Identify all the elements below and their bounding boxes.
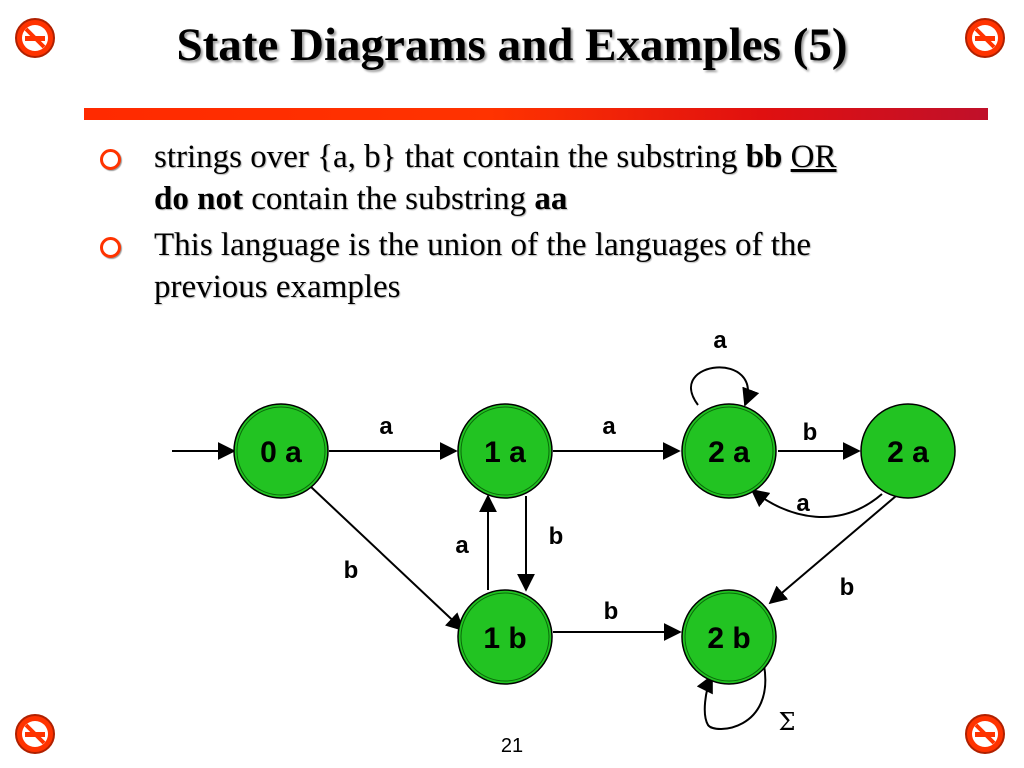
bullet-text: strings over {a, b} that contain the sub… <box>154 136 1000 220</box>
edge-label-0a-1a: a <box>379 413 393 440</box>
no-smoking-icon <box>965 18 1005 58</box>
state-label: 1 a <box>484 436 526 469</box>
edge-0a-1b <box>309 485 465 632</box>
bullet-text-underlined: OR <box>790 139 837 175</box>
state-label: 2 a <box>887 436 929 469</box>
no-smoking-icon <box>15 714 55 754</box>
bullet-text-bold: aa <box>534 181 568 217</box>
bullet-item: This language is the union of the langua… <box>100 224 1000 308</box>
loop-2a <box>690 366 760 407</box>
state-label: 2 b <box>707 622 750 655</box>
bullet-text-part: strings over {a, b} that contain the sub… <box>154 139 746 175</box>
state-2a-left: 2 a <box>681 403 777 499</box>
state-2a-right: 2 a <box>860 403 956 499</box>
edge-label-1a-1b: b <box>549 523 564 550</box>
page-number: 21 <box>500 735 524 757</box>
bullet-text-part: This language is the union of the langua… <box>154 227 812 263</box>
title-divider <box>84 108 988 120</box>
edge-label-0a-1b: b <box>344 557 359 584</box>
slide-title: State Diagrams and Examples (5) <box>176 19 848 71</box>
edge-label-1b-2b: b <box>604 598 619 625</box>
no-smoking-icon <box>15 18 55 58</box>
loop-2b <box>696 664 767 730</box>
edge-label-2a-2aR: b <box>803 419 818 446</box>
state-label: 2 a <box>708 436 750 469</box>
edge-2aR-2a <box>750 488 883 519</box>
state-1a: 1 a <box>457 403 553 499</box>
bullet-ring-icon <box>100 237 121 258</box>
edge-label-2aR-2a: a <box>796 490 810 517</box>
state-label: 0 a <box>260 436 302 469</box>
bullet-text-bold: do not <box>154 181 243 217</box>
state-1b: 1 b <box>457 589 553 685</box>
state-label: 1 b <box>483 622 526 655</box>
bullet-text: This language is the union of the langua… <box>154 224 1000 308</box>
bullet-text-bold: bb <box>745 139 783 175</box>
edge-label-2aR-2b: b <box>840 574 855 601</box>
bullet-ring-icon <box>100 149 121 170</box>
no-smoking-icon <box>965 714 1005 754</box>
edge-label-1a-2a: a <box>602 413 616 440</box>
state-0a: 0 a <box>233 403 329 499</box>
edge-label-loop-2b: Σ <box>779 708 796 736</box>
bullet-text-part: contain the substring <box>242 181 535 217</box>
bullet-text-part: previous examples <box>154 269 401 305</box>
edge-label-loop-2a: a <box>713 327 727 354</box>
bullet-list: strings over {a, b} that contain the sub… <box>100 136 1000 312</box>
edge-2aR-2b <box>768 495 897 605</box>
edge-label-1b-1a: a <box>455 532 469 559</box>
state-2b: 2 b <box>681 589 777 685</box>
bullet-item: strings over {a, b} that contain the sub… <box>100 136 1000 220</box>
